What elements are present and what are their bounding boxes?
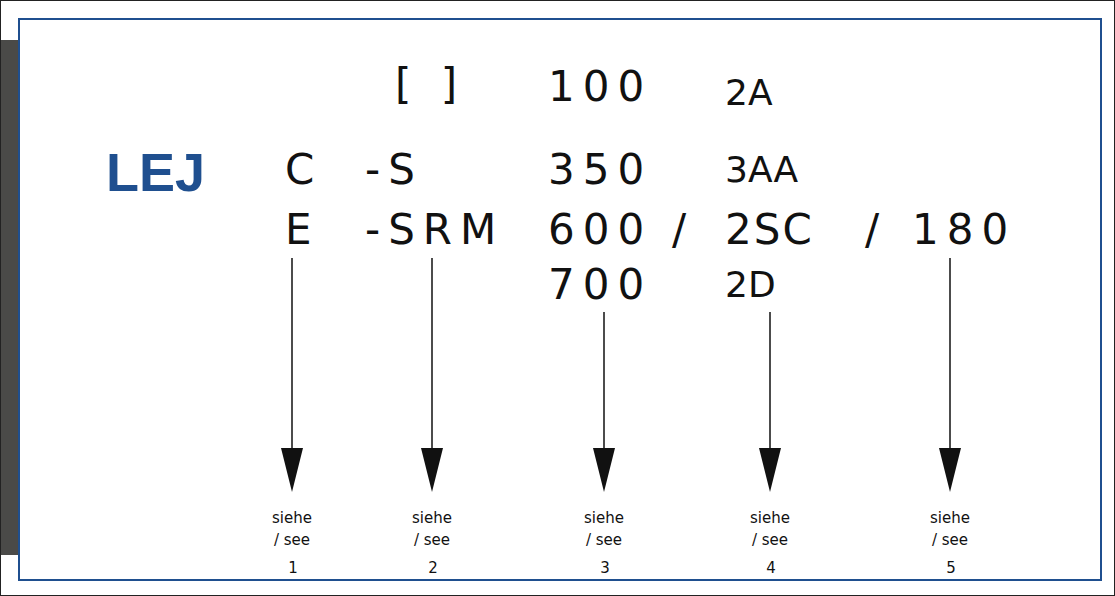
see-label: / see (274, 533, 310, 548)
code-option: 180 (912, 209, 1016, 251)
see-label: / see (414, 533, 450, 548)
section-number: 2 (428, 561, 438, 576)
code-separator: / (865, 209, 879, 251)
frame (19, 19, 1101, 580)
see-label: siehe (930, 511, 970, 526)
code-option: 3AA (725, 152, 798, 188)
brand-prefix: LEJ (106, 145, 205, 199)
see-label: siehe (750, 511, 790, 526)
code-option: 600 (548, 209, 652, 251)
see-label: siehe (412, 511, 452, 526)
code-option: 2D (725, 267, 776, 303)
see-label: siehe (584, 511, 624, 526)
code-option: 350 (548, 149, 652, 191)
photo-strip (1, 40, 18, 555)
see-label: / see (932, 533, 968, 548)
see-label: / see (752, 533, 788, 548)
section-number: 1 (288, 561, 298, 576)
code-option: -S (365, 149, 423, 191)
code-option: -SRM (365, 209, 504, 251)
code-option: 2A (725, 75, 773, 111)
section-number: 4 (766, 561, 776, 576)
code-option: 2SC (725, 209, 814, 251)
section-number: 3 (600, 561, 610, 576)
code-option: [ ] (395, 64, 465, 106)
section-number: 5 (946, 561, 956, 576)
code-option: 700 (548, 264, 652, 306)
code-option: E (285, 209, 320, 251)
see-label: / see (586, 533, 622, 548)
code-option: 100 (548, 66, 652, 108)
code-option: C (285, 149, 322, 191)
leader-arrows (281, 258, 961, 492)
see-label: siehe (272, 511, 312, 526)
code-separator: / (672, 209, 686, 251)
